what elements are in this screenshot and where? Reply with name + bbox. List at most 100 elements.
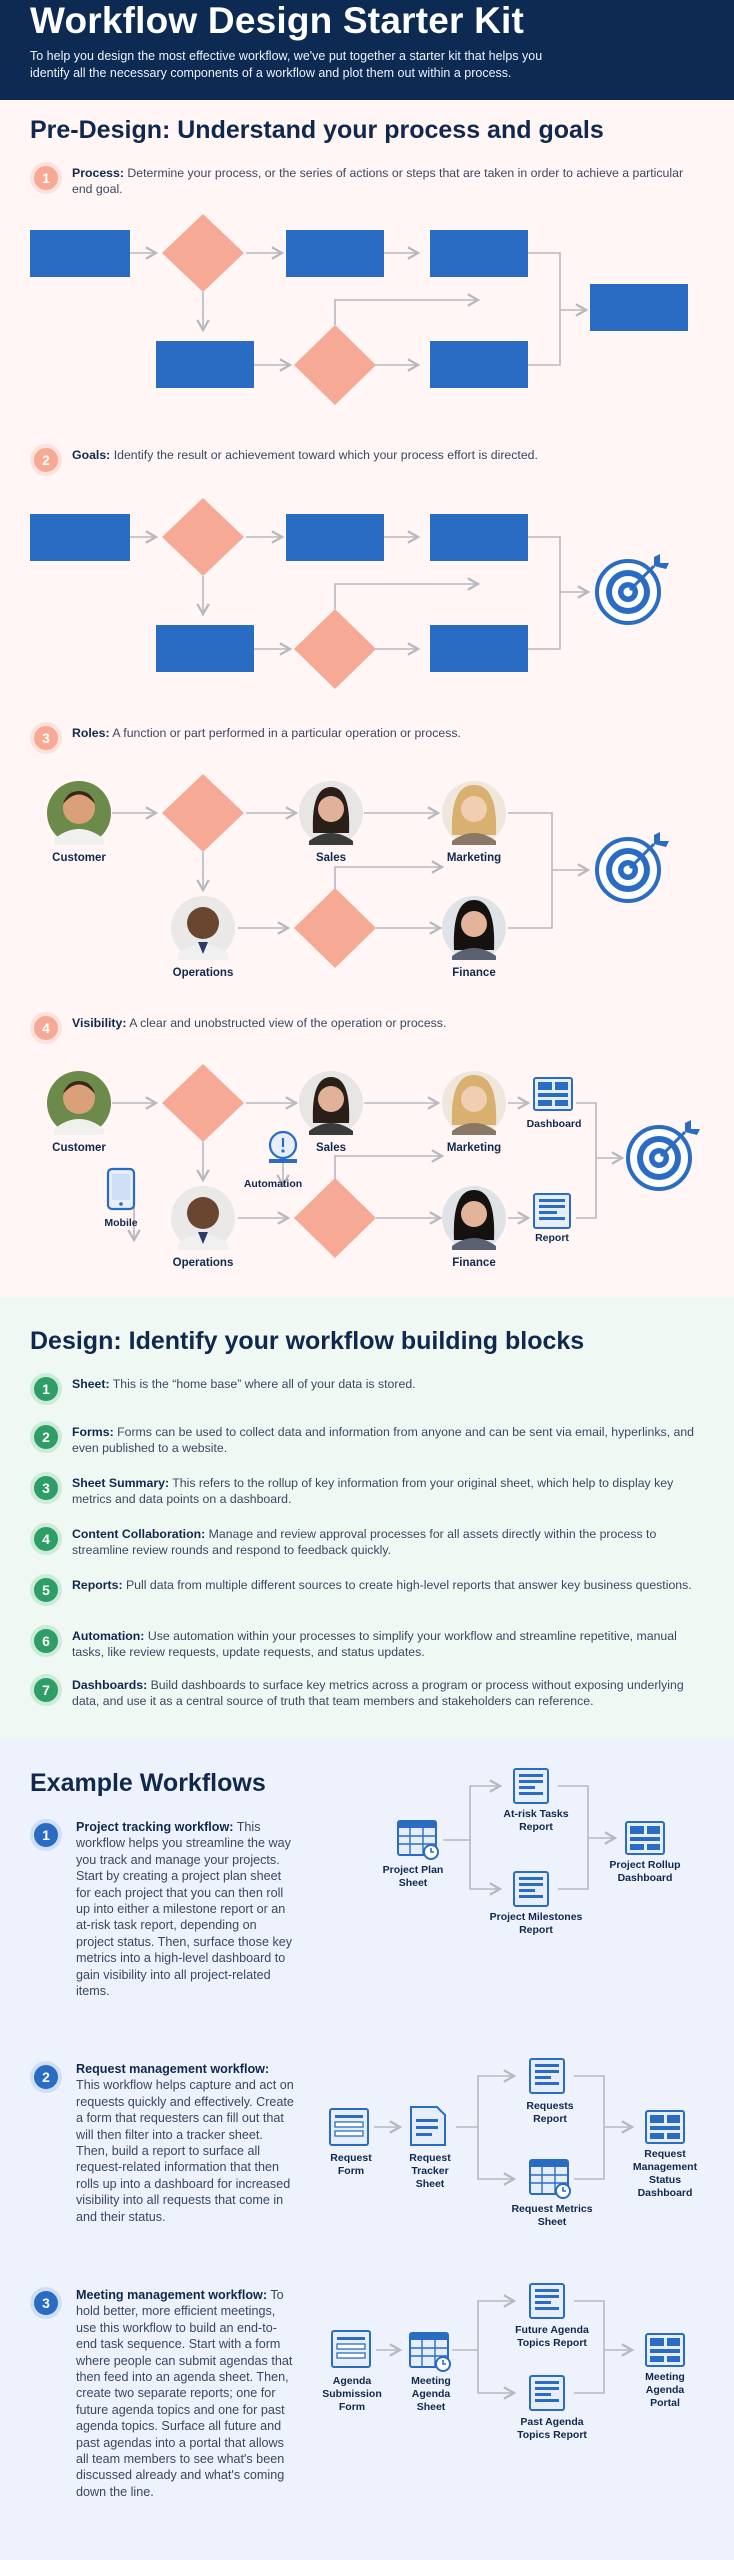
predesign-diagrams: Customer Sales Marketing Operations Fina…	[30, 214, 702, 1269]
intro-line-1: To help you design the most effective wo…	[30, 49, 543, 63]
wf3-future-label-1: Future Agenda	[515, 2324, 589, 2336]
wf1-r2-label-2: Report	[519, 1924, 553, 1936]
milestones-report-icon	[513, 1871, 549, 1907]
wf2-dash-label-4: Dashboard	[638, 2187, 693, 2199]
customer-avatar-2	[47, 1071, 111, 1135]
marketing-avatar	[442, 781, 506, 845]
wf1-r2-label-1: Project Milestones	[490, 1911, 583, 1923]
mobile-icon	[106, 1167, 136, 1211]
item-number: 7	[30, 1674, 62, 1706]
wf1-dash-label-1: Project Rollup	[609, 1859, 680, 1871]
example-number: 1	[30, 1819, 62, 1851]
rollup-dashboard-icon	[625, 1821, 665, 1855]
vlabel-report: Report	[535, 1232, 569, 1244]
customer-avatar	[47, 781, 111, 845]
wf2-dash-label-3: Status	[649, 2174, 681, 2186]
vlabel-operations: Operations	[173, 1257, 234, 1269]
dashboard-icon	[533, 1077, 573, 1111]
label-operations: Operations	[173, 967, 234, 979]
design-item-3: 3 Sheet Summary: This refers to the roll…	[30, 1472, 704, 1507]
label-finance: Finance	[452, 967, 495, 979]
step-number: 2	[30, 444, 62, 476]
intro-line-2: identify all the necessary components of…	[30, 66, 512, 80]
wf3-form-label-2: Submission	[322, 2388, 382, 2400]
visibility-nodes	[106, 1064, 702, 1258]
predesign-step-1: 1 Process: Determine your process, or th…	[30, 162, 704, 197]
step-number: 3	[30, 722, 62, 754]
process-nodes	[30, 214, 688, 405]
wf1-r1-label-2: Report	[519, 1821, 553, 1833]
design-section: Design: Identify your workflow building …	[0, 1297, 734, 1739]
wf2-tracker-label-3: Sheet	[416, 2178, 445, 2190]
goal-target-icon	[595, 552, 671, 625]
item-number: 3	[30, 1472, 62, 1504]
future-report-icon	[529, 2283, 565, 2319]
wf2-tracker-label-1: Request	[409, 2152, 451, 2164]
label-sales: Sales	[316, 852, 346, 864]
step-number: 4	[30, 1012, 62, 1044]
wf1-sheet-label-2: Sheet	[399, 1877, 428, 1889]
goals-nodes	[30, 498, 671, 689]
request-dashboard-icon	[645, 2110, 685, 2144]
step-number: 1	[30, 162, 62, 194]
item-number: 6	[30, 1625, 62, 1657]
role-labels: Customer Sales Marketing Operations Fina…	[52, 852, 501, 979]
wf1-sheet-label-1: Project Plan	[383, 1864, 444, 1876]
finance-avatar-2	[442, 1186, 506, 1250]
request-form-icon	[329, 2108, 369, 2146]
wf3-form-label-3: Form	[339, 2401, 365, 2413]
wf3-past-label-1: Past Agenda	[520, 2416, 583, 2428]
predesign-step-2: 2 Goals: Identify the result or achievem…	[30, 444, 704, 476]
request-tracker-icon	[410, 2106, 446, 2146]
wf2-metrics-label-2: Sheet	[538, 2216, 567, 2228]
automation-icon	[268, 1130, 298, 1163]
examples-heading: Example Workflows	[30, 1769, 266, 1797]
vlabel-mobile: Mobile	[104, 1217, 137, 1229]
sales-avatar-2	[299, 1071, 363, 1135]
visibility-labels: Customer Sales Marketing Operations Fina…	[52, 1118, 581, 1269]
wf2-form-label-1: Request	[330, 2152, 372, 2164]
past-report-icon	[529, 2375, 565, 2411]
vlabel-automation: Automation	[244, 1178, 302, 1190]
wf3-past-label-2: Topics Report	[517, 2429, 587, 2441]
page-title: Workflow Design Starter Kit	[30, 0, 525, 41]
predesign-heading: Pre-Design: Understand your process and …	[30, 116, 604, 144]
wf2-metrics-label-1: Request Metrics	[511, 2203, 592, 2215]
report-icon	[533, 1193, 571, 1229]
wf2-diagram: Request Form Request Tracker Sheet Reque…	[329, 2058, 698, 2228]
vlabel-marketing: Marketing	[447, 1142, 501, 1154]
wf3-form-label-1: Agenda	[333, 2375, 372, 2387]
wf3-diagram: Agenda Submission Form Meeting Agenda Sh…	[322, 2283, 685, 2441]
wf3-sheet-label-1: Meeting	[411, 2375, 451, 2387]
wf2-tracker-label-2: Tracker	[411, 2165, 448, 2177]
item-number: 2	[30, 1421, 62, 1453]
request-metrics-sheet-icon	[529, 2159, 571, 2199]
design-item-5: 5 Reports: Pull data from multiple diffe…	[30, 1574, 704, 1606]
example-number: 2	[30, 2061, 62, 2093]
vlabel-dashboard: Dashboard	[527, 1118, 582, 1130]
example-number: 3	[30, 2287, 62, 2319]
process-diagram	[130, 246, 586, 372]
wf2-reports-label-1: Requests	[526, 2100, 573, 2112]
operations-avatar	[171, 896, 235, 960]
marketing-avatar-2	[442, 1071, 506, 1135]
predesign-section: Pre-Design: Understand your process and …	[0, 100, 734, 1297]
wf2-form-label-2: Form	[338, 2165, 364, 2177]
operations-avatar-2	[171, 1186, 235, 1250]
page-intro: To help you design the most effective wo…	[30, 48, 704, 82]
finance-avatar	[442, 896, 506, 960]
wf1-r1-label-1: At-risk Tasks	[503, 1808, 568, 1820]
example-2: 2 Request management workflow: This work…	[30, 2061, 294, 2225]
wf3-portal-label-3: Portal	[650, 2397, 680, 2409]
item-number: 5	[30, 1574, 62, 1606]
wf3-portal-label-1: Meeting	[645, 2371, 685, 2383]
label-marketing: Marketing	[447, 852, 501, 864]
goals-diagram	[130, 530, 588, 656]
sales-avatar	[299, 781, 363, 845]
design-item-2: 2 Forms: Forms can be used to collect da…	[30, 1421, 704, 1456]
vlabel-sales: Sales	[316, 1142, 346, 1154]
wf2-dash-label-1: Request	[644, 2148, 686, 2160]
wf1-diagram: Project Plan Sheet At-risk Tasks Report …	[383, 1768, 681, 1936]
header-banner: Workflow Design Starter Kit To help you …	[0, 0, 734, 100]
vlabel-customer: Customer	[52, 1142, 106, 1154]
